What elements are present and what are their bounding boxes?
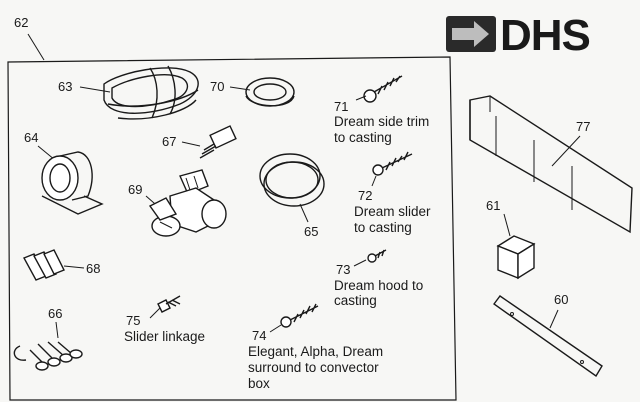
- part-number-72: 72: [358, 188, 372, 203]
- part-number-75: 75: [126, 313, 140, 328]
- spring-clips: [13, 341, 83, 371]
- leader-73: [353, 259, 367, 267]
- label-74-line1: Elegant, Alpha, Dream: [248, 344, 383, 359]
- leader-66: [55, 321, 59, 339]
- label-71-line2: to casting: [334, 130, 392, 145]
- part-number-73: 73: [336, 262, 350, 277]
- part-number-71: 71: [334, 99, 348, 114]
- label-72-line1: Dream slider: [354, 204, 431, 219]
- magnet-block: [496, 235, 536, 280]
- part-number-64: 64: [24, 130, 38, 145]
- leader-75: [149, 307, 161, 319]
- side-trim-screw: [363, 75, 403, 103]
- part-number-67: 67: [162, 134, 176, 149]
- leader-71: [355, 95, 367, 101]
- part-number-66: 66: [48, 306, 62, 321]
- leader-63: [79, 86, 111, 93]
- part-number-77: 77: [576, 119, 590, 134]
- part-number-65: 65: [304, 224, 318, 239]
- logo-text: DHS: [500, 11, 590, 60]
- washer-ring: [245, 77, 295, 107]
- slider-screw: [372, 151, 413, 176]
- part-number-62: 62: [14, 15, 28, 30]
- leader-62: [27, 33, 45, 61]
- leader-67: [181, 141, 201, 147]
- valve-assembly: [148, 169, 227, 237]
- grommets: [23, 249, 65, 281]
- strip-plate: [493, 295, 603, 378]
- part-number-70: 70: [210, 79, 224, 94]
- part-number-63: 63: [58, 79, 72, 94]
- spring-rings: [259, 153, 325, 207]
- part-number-68: 68: [86, 261, 100, 276]
- slider-linkage-screw: [157, 295, 181, 313]
- rubber-bands: [103, 65, 199, 120]
- leader-77: [551, 135, 581, 167]
- leader-74: [269, 324, 282, 333]
- hood-screw: [367, 249, 387, 263]
- label-71-line1: Dream side trim: [334, 114, 429, 129]
- threaded-bolt: [199, 125, 237, 159]
- kit-box-outline: [7, 56, 457, 401]
- leader-68: [63, 265, 85, 269]
- dhs-logo: DHS: [446, 11, 591, 60]
- label-73-line2: casting: [334, 293, 377, 308]
- logo-arrow-icon: [452, 21, 489, 47]
- leader-65: [299, 203, 309, 223]
- leader-60: [549, 309, 559, 329]
- tape-roll: [41, 151, 104, 215]
- part-number-74: 74: [252, 328, 266, 343]
- leader-61: [503, 213, 511, 237]
- leader-72: [371, 175, 377, 187]
- folded-panel: [469, 95, 633, 234]
- label-72-line2: to casting: [354, 220, 412, 235]
- part-number-69: 69: [128, 182, 142, 197]
- label-74-line2: surround to convector: [248, 360, 379, 375]
- part-number-61: 61: [486, 198, 500, 213]
- label-75: Slider linkage: [124, 329, 205, 344]
- part-number-60: 60: [554, 292, 568, 307]
- label-73-line1: Dream hood to: [334, 278, 423, 293]
- label-74-line3: box: [248, 376, 270, 391]
- surround-screw: [280, 303, 319, 328]
